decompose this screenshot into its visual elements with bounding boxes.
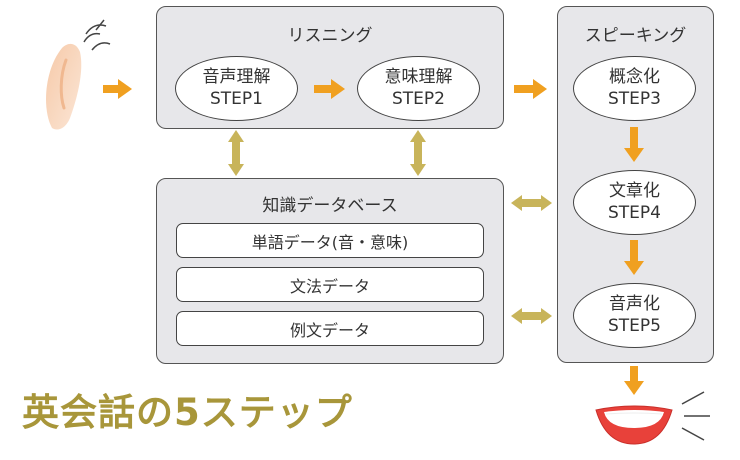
step4-name: 文章化 <box>609 181 660 202</box>
double-arrow-knowledge-step5 <box>511 308 552 324</box>
step4-label: STEP4 <box>608 202 661 223</box>
knowledge-row-examples: 例文データ <box>176 311 484 346</box>
arrow-step1-to-step2 <box>314 79 345 99</box>
double-arrow-step2-knowledge <box>410 130 426 176</box>
listening-title: リスニング <box>287 26 373 46</box>
arrow-step3-to-step4 <box>624 127 644 162</box>
step4-node: 文章化 STEP4 <box>573 170 696 235</box>
speaking-title: スピーキング <box>584 26 687 46</box>
step1-name: 音声理解 <box>202 67 271 88</box>
arrow-ear-to-listening <box>103 79 132 99</box>
double-arrow-step1-knowledge <box>228 130 244 176</box>
step1-node: 音声理解 STEP1 <box>175 56 298 121</box>
step5-label: STEP5 <box>608 315 661 336</box>
arrow-step4-to-step5 <box>624 240 644 275</box>
knowledge-row-words: 単語データ(音・意味) <box>176 223 484 258</box>
step3-name: 概念化 <box>609 67 660 88</box>
step2-name: 意味理解 <box>384 67 453 88</box>
step5-name: 音声化 <box>609 294 660 315</box>
step3-node: 概念化 STEP3 <box>573 56 696 121</box>
footer-title: 英会話の5ステップ <box>22 391 353 434</box>
step2-node: 意味理解 STEP2 <box>357 56 480 121</box>
knowledge-row-grammar: 文法データ <box>176 267 484 302</box>
arrow-listening-to-speaking <box>514 79 547 99</box>
step2-label: STEP2 <box>392 88 445 109</box>
double-arrow-knowledge-step4 <box>511 195 552 211</box>
arrow-step5-to-mouth <box>624 366 644 395</box>
step1-label: STEP1 <box>210 88 263 109</box>
step3-label: STEP3 <box>608 88 661 109</box>
knowledge-title: 知識データベース <box>262 196 398 216</box>
step5-node: 音声化 STEP5 <box>573 283 696 348</box>
